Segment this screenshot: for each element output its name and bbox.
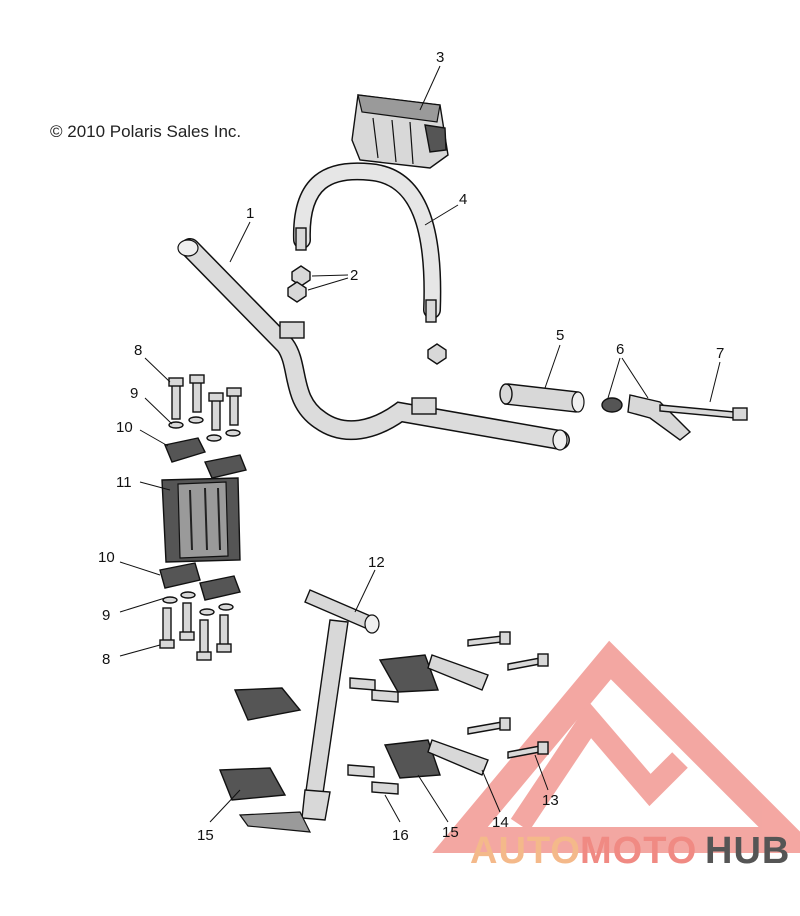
watermark-auto: AUTO xyxy=(470,830,581,872)
grip-tube xyxy=(499,383,585,413)
callout-10-lower: 10 xyxy=(98,549,115,566)
callout-2: 2 xyxy=(350,267,358,284)
callout-12: 12 xyxy=(368,554,385,571)
callout-15-right: 15 xyxy=(442,824,459,841)
bar-end-caps xyxy=(601,394,692,441)
callout-3: 3 xyxy=(436,49,444,66)
right-bolts xyxy=(467,631,549,759)
watermark-moto: MOTO xyxy=(580,830,698,872)
upper-bolts xyxy=(168,374,242,431)
callout-8-upper: 8 xyxy=(134,342,142,359)
riser-block xyxy=(161,477,241,563)
callout-15-left: 15 xyxy=(197,827,214,844)
callout-9-upper: 9 xyxy=(130,385,138,402)
watermark-logo xyxy=(432,640,800,853)
lower-washers xyxy=(162,591,234,616)
bushings xyxy=(347,677,399,795)
pillow-blocks xyxy=(218,654,441,801)
callout-11: 11 xyxy=(116,474,132,491)
callout-4: 4 xyxy=(459,191,467,208)
callout-10-upper: 10 xyxy=(116,419,133,436)
callout-1: 1 xyxy=(246,205,254,222)
callout-13: 13 xyxy=(542,792,559,809)
long-bolt xyxy=(659,404,748,421)
upper-washers xyxy=(168,416,241,442)
callout-8-lower: 8 xyxy=(102,651,110,668)
callout-labels: 3 1 2 4 5 6 7 8 9 10 11 10 9 8 12 13 14 … xyxy=(98,49,724,844)
callout-5: 5 xyxy=(556,327,564,344)
callout-6: 6 xyxy=(616,341,624,358)
callout-9-lower: 9 xyxy=(102,607,110,624)
lower-clamps xyxy=(159,562,241,601)
steering-post xyxy=(238,589,380,833)
callout-14: 14 xyxy=(492,814,509,831)
nuts xyxy=(287,265,447,365)
hand-warmer-cable xyxy=(292,162,442,323)
callout-16: 16 xyxy=(392,827,409,844)
plates xyxy=(427,654,489,776)
leader-lines xyxy=(119,65,721,823)
handlebar-pad xyxy=(351,94,449,169)
lower-bolts xyxy=(159,602,232,661)
watermark-hub: HUB xyxy=(705,830,791,872)
upper-clamps xyxy=(164,437,247,479)
copyright-notice: © 2010 Polaris Sales Inc. xyxy=(50,122,242,141)
callout-7: 7 xyxy=(716,345,724,362)
handlebar xyxy=(177,238,570,451)
